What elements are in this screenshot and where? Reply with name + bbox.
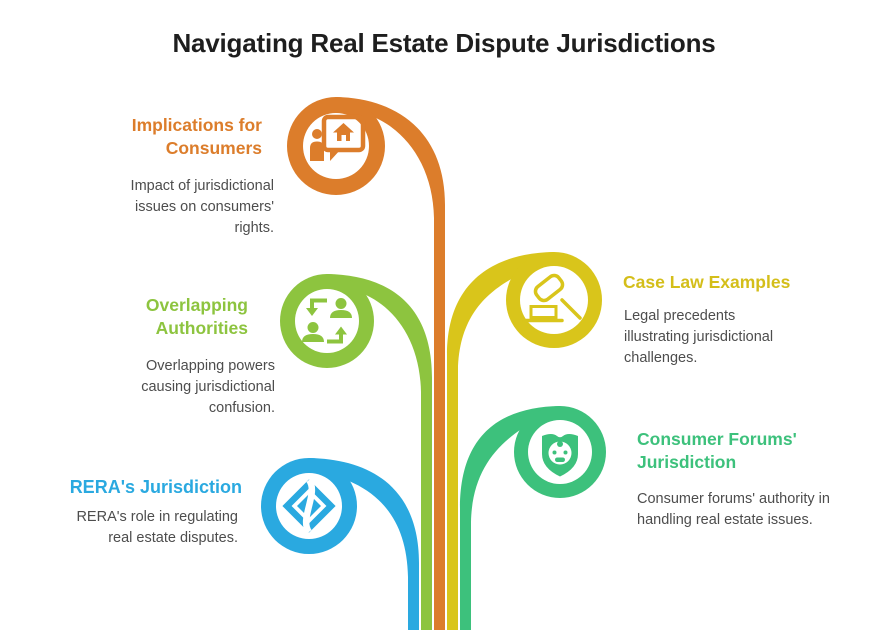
node-text-case-law-examples: Case Law Examples	[623, 271, 833, 294]
node-text-reras-jurisdiction: RERA's Jurisdiction	[42, 476, 242, 499]
node-description: Impact of jurisdictional issues on consu…	[130, 178, 274, 236]
branch-tail-stem	[460, 406, 560, 630]
page-title: Navigating Real Estate Dispute Jurisdict…	[172, 28, 716, 58]
branch-case-law-examples	[447, 252, 602, 630]
branch-implications-for-consumers	[287, 97, 445, 630]
node-desc-case-law-examples: Legal precedents illustrating jurisdicti…	[624, 306, 804, 369]
diamond-emblem-icon	[282, 478, 336, 534]
node-text-implications-for-consumers: Implications for Consumers	[92, 114, 262, 160]
node-title: Implications for Consumers	[131, 115, 262, 158]
branch-tail-stem	[447, 252, 554, 630]
branch-node-inner	[303, 113, 369, 179]
branch-reras-jurisdiction	[261, 458, 419, 630]
node-title: Overlapping Authorities	[145, 295, 248, 338]
node-title: Consumer Forums' Jurisdiction	[637, 429, 797, 472]
node-desc-consumer-forums-jurisdiction: Consumer forums' authority in handling r…	[637, 489, 837, 531]
branch-tail-stem	[327, 274, 432, 630]
branch-overlapping-authorities	[280, 274, 432, 630]
node-title: RERA's Jurisdiction	[69, 477, 242, 497]
node-description: RERA's role in regulating real estate di…	[76, 509, 238, 546]
branch-consumer-forums-jurisdiction	[460, 406, 606, 630]
node-desc-overlapping-authorities: Overlapping powers causing jurisdictiona…	[100, 356, 275, 419]
node-description: Legal precedents illustrating jurisdicti…	[624, 308, 774, 366]
node-desc-implications-for-consumers: Impact of jurisdictional issues on consu…	[104, 176, 274, 239]
person-presenting-house-icon	[310, 114, 366, 161]
gavel-icon	[522, 273, 582, 323]
node-description: Overlapping powers causing jurisdictiona…	[141, 358, 275, 416]
node-description: Consumer forums' authority in handling r…	[637, 491, 830, 528]
branch-tail-stem	[309, 458, 419, 630]
node-desc-reras-jurisdiction: RERA's role in regulating real estate di…	[53, 507, 238, 549]
shield-face-icon	[542, 434, 578, 477]
people-exchange-icon	[302, 298, 352, 344]
node-text-overlapping-authorities: Overlapping Authorities	[98, 294, 248, 340]
node-text-consumer-forums-jurisdiction: Consumer Forums' Jurisdiction	[637, 428, 822, 474]
branch-tail-stem	[336, 97, 445, 630]
node-title: Case Law Examples	[623, 272, 791, 292]
